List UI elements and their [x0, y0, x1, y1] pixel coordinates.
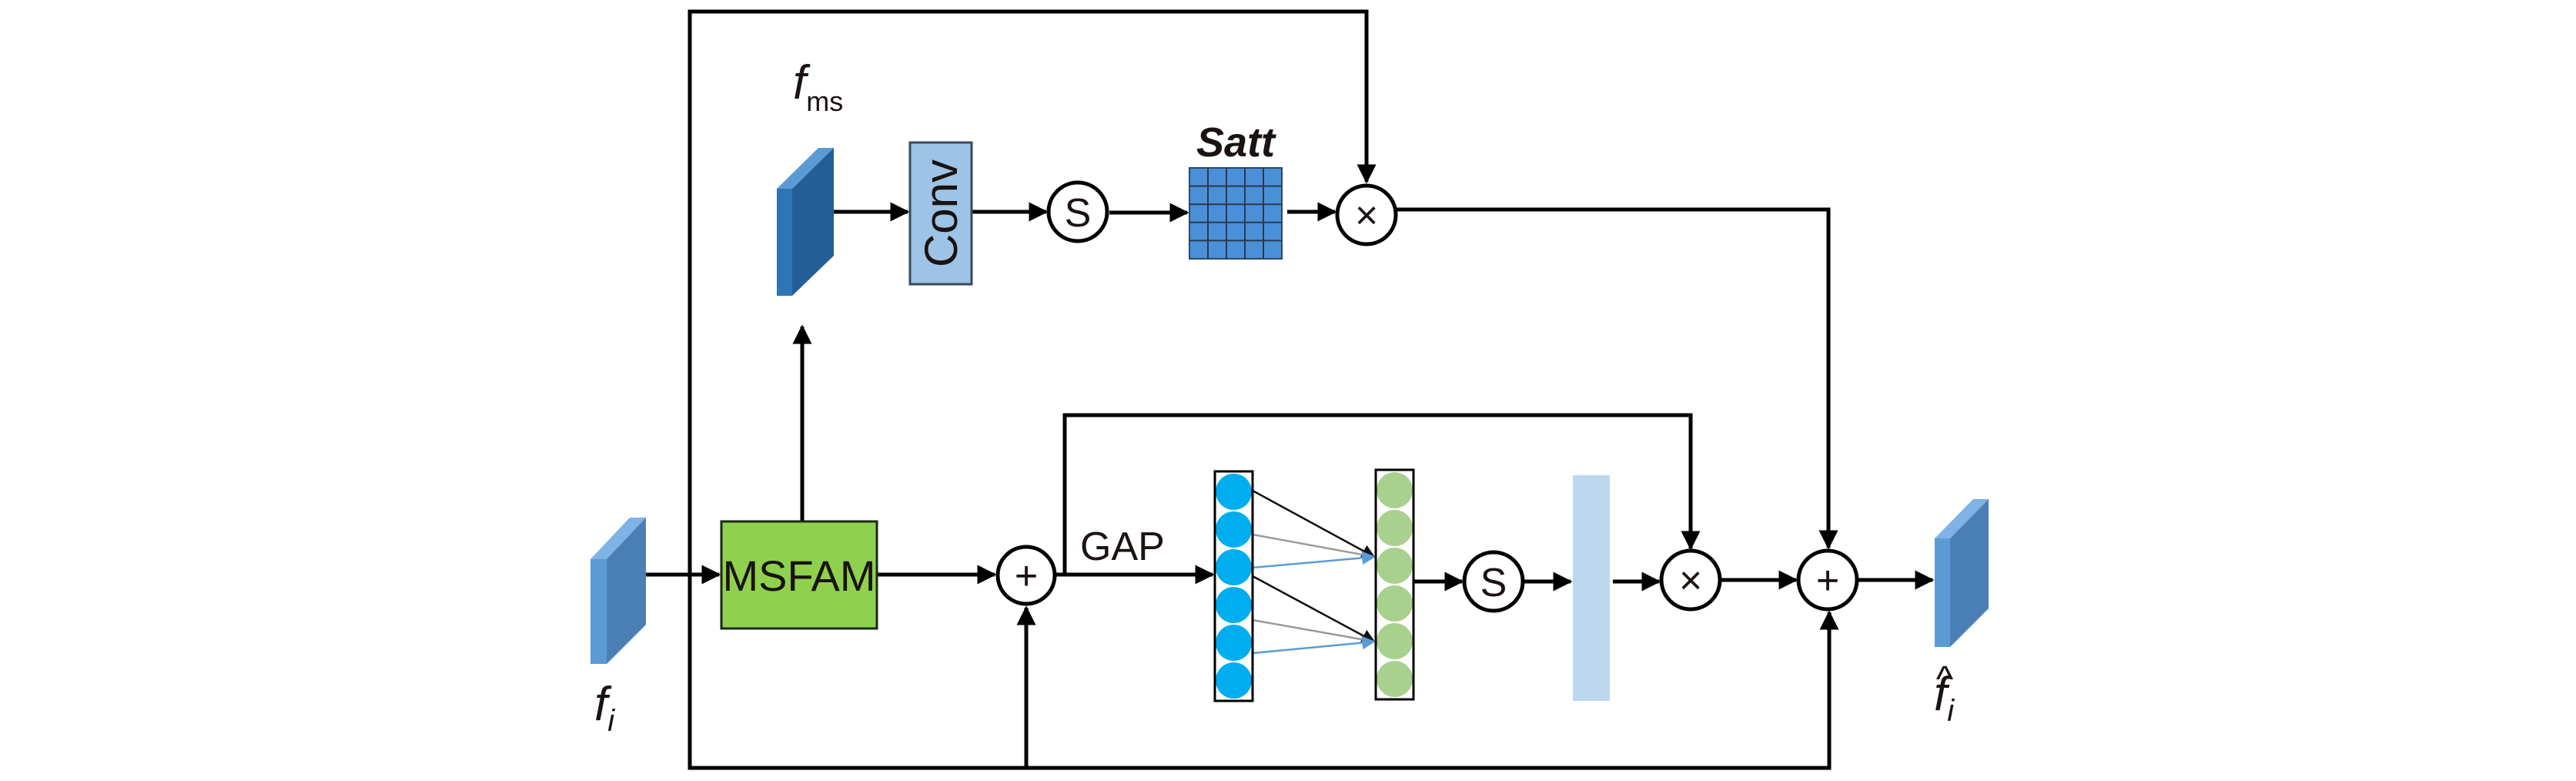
satt-label: Satt [1196, 119, 1276, 166]
multiply-top-node [1335, 183, 1398, 246]
fc-output-node [1377, 661, 1413, 697]
sigmoid-bottom-label: S [1480, 561, 1507, 605]
input-feature-map [590, 518, 646, 664]
fc-output-column [1374, 468, 1415, 701]
fc-input-node [1216, 587, 1252, 623]
sigmoid-bottom-node [1462, 550, 1525, 613]
output-feature-map [1935, 499, 1989, 647]
fc-input-node [1216, 662, 1252, 699]
add-mid-label: + [1015, 554, 1038, 598]
conv-block [908, 141, 973, 286]
fc-input-node [1216, 474, 1252, 510]
output-feature-hat: ^ [1936, 659, 1954, 700]
ms-feature-label: fms [793, 56, 843, 117]
outer-skip-connection [687, 9, 1377, 575]
add-final-label: + [1816, 558, 1839, 603]
blue-col-frame [1213, 470, 1254, 702]
ms-feature-map [777, 148, 834, 296]
gap-label: GAP [1080, 525, 1165, 569]
fc-output-node [1377, 548, 1413, 584]
fc-output-node [1377, 510, 1413, 546]
add-mid-node [995, 545, 1057, 606]
green-col-frame [1374, 468, 1415, 701]
multiply-bottom-label: × [1679, 558, 1702, 603]
add-final-node [1796, 548, 1859, 612]
fc-input-node [1216, 511, 1252, 548]
fc-output-node [1377, 472, 1413, 508]
satt-grid [1189, 167, 1283, 260]
sigmoid-top-label: S [1065, 191, 1092, 236]
msfam-label: MSFAM [722, 551, 875, 600]
line-multiply-to-final-add [1396, 207, 1838, 550]
satt-grid-frame [1189, 167, 1283, 260]
fc-input-column [1213, 470, 1254, 702]
input-feature-label: fi [594, 678, 615, 738]
sigmoid-top-node [1046, 180, 1109, 243]
multiply-top-label: × [1355, 193, 1378, 238]
fc-connections [1252, 489, 1376, 655]
fc-input-node [1216, 625, 1252, 661]
fc-output-node [1377, 623, 1413, 659]
fc-input-node [1216, 549, 1252, 585]
msfam-block [720, 520, 878, 630]
bottom-skip-connection [687, 575, 1839, 770]
channel-skip-connection [1062, 413, 1701, 575]
conv-label: Conv [915, 159, 967, 267]
fc-output-node [1377, 585, 1413, 622]
channel-weight-bar [1573, 475, 1610, 701]
multiply-bottom-node [1659, 548, 1722, 612]
